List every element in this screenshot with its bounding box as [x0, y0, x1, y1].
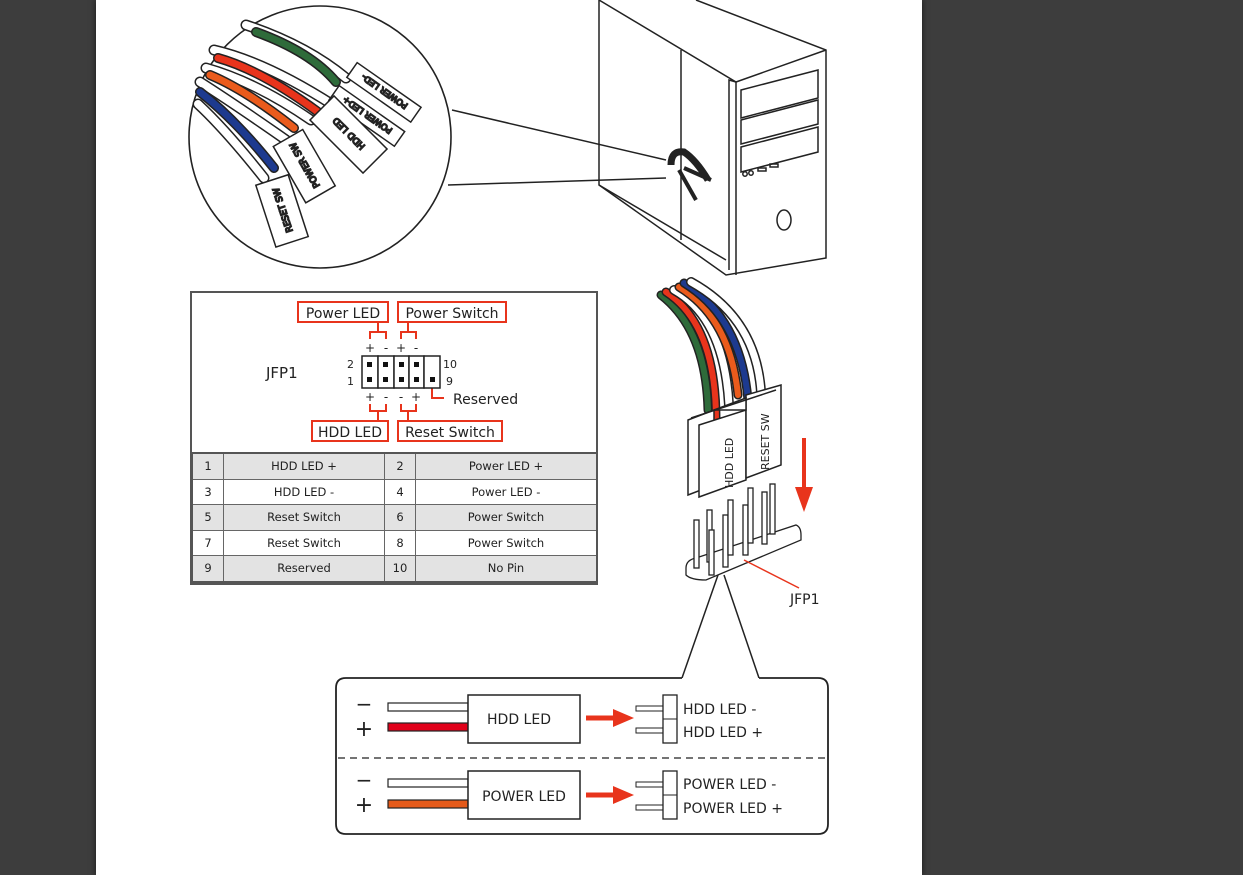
plug-and-header-illustration: HDD LED RESET SW JFP1: [656, 277, 820, 679]
svg-text:10: 10: [443, 358, 457, 371]
front-panel-diagram: POWER LED- POWER LED+ HDD LED POWER SW R…: [188, 0, 829, 835]
svg-text:-: -: [399, 390, 403, 404]
label-box-power-led: [297, 301, 389, 323]
label-reset-switch: Reset Switch: [405, 425, 495, 441]
svg-text:HDD LED: HDD LED: [487, 712, 551, 728]
svg-text:+: +: [411, 390, 421, 404]
svg-text:-: -: [414, 341, 418, 355]
table-row: 9 Reserved 10 No Pin: [191, 555, 598, 582]
svg-text:2: 2: [347, 358, 354, 371]
pin-definition-table: 1 HDD LED + 2 Power LED + 3 HDD LED - 4 …: [191, 452, 598, 583]
svg-text:+: +: [365, 341, 375, 355]
document-page[interactable]: POWER LED- POWER LED+ HDD LED POWER SW R…: [96, 0, 922, 875]
connector-reset-sw: RESET SW: [254, 173, 310, 249]
svg-text:+: +: [396, 341, 406, 355]
magnifier-callout: POWER LED- POWER LED+ HDD LED POWER SW R…: [188, 5, 667, 269]
svg-text:-: -: [384, 390, 388, 404]
pc-tower-illustration: [598, 0, 827, 276]
svg-text:−: −: [356, 768, 373, 792]
label-box-reset-switch: [397, 420, 503, 442]
svg-text:+: +: [355, 793, 373, 818]
callout-line-bottom: [447, 177, 667, 186]
svg-text:−: −: [356, 692, 373, 716]
table-row: 5 Reset Switch 6 Power Switch: [191, 504, 598, 531]
svg-text:HDD LED +: HDD LED +: [683, 725, 763, 741]
jfp1-callout-label: JFP1: [789, 592, 820, 608]
svg-text:POWER LED: POWER LED: [482, 789, 566, 805]
label-reserved: Reserved: [453, 392, 518, 408]
polarity-box: − + HDD LED HDD LED - HDD LED + − +: [335, 677, 829, 835]
table-row: 3 HDD LED - 4 Power LED -: [191, 478, 598, 505]
svg-text:-: -: [384, 341, 388, 355]
svg-text:+: +: [355, 717, 373, 742]
jfp1-header-diagram: JFP1 Power LED Power Switch HDD LED Rese…: [265, 301, 518, 442]
svg-text:HDD LED -: HDD LED -: [683, 702, 756, 718]
polarity-section-hdd-led: − + HDD LED HDD LED - HDD LED +: [355, 692, 763, 744]
label-box-hdd-led: [311, 420, 389, 442]
pin-diagram-frame: [190, 291, 598, 585]
label-power-switch: Power Switch: [405, 306, 498, 322]
table-row: 7 Reset Switch 8 Power Switch: [191, 529, 598, 556]
svg-text:POWER LED +: POWER LED +: [683, 801, 783, 817]
table-row: 1 HDD LED + 2 Power LED +: [191, 452, 598, 480]
svg-text:1: 1: [347, 375, 354, 388]
callout-line-top: [451, 109, 667, 161]
svg-text:9: 9: [446, 375, 453, 388]
svg-text:HDD LED: HDD LED: [723, 438, 736, 488]
label-box-power-switch: [397, 301, 507, 323]
connector-power-sw: POWER SW: [272, 128, 337, 204]
svg-text:POWER LED -: POWER LED -: [683, 777, 776, 793]
svg-text:RESET SW: RESET SW: [759, 413, 772, 470]
label-hdd-led: HDD LED: [318, 425, 382, 441]
label-power-led: Power LED: [306, 306, 380, 322]
header-title: JFP1: [265, 364, 298, 382]
svg-text:+: +: [365, 390, 375, 404]
polarity-section-power-led: − + POWER LED POWER LED - POWER LED +: [355, 768, 783, 820]
